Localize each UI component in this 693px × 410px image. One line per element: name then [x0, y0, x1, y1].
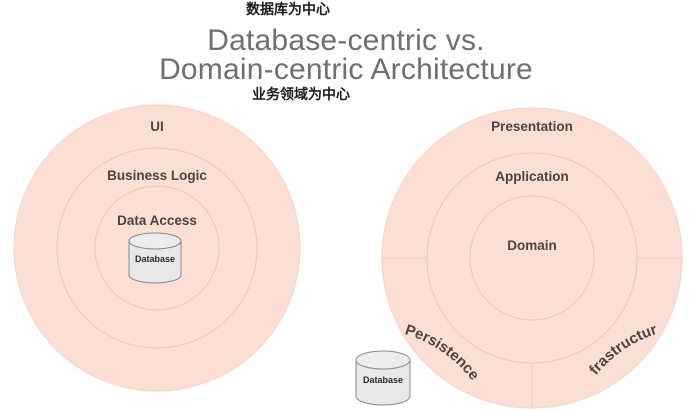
left-cylinder-body — [128, 240, 182, 284]
left-cylinder-label: Database — [135, 254, 175, 264]
bottom-cylinder-top — [355, 350, 411, 370]
left-cylinder-top — [128, 232, 182, 250]
left-ring-label-business-logic: Business Logic — [107, 168, 207, 183]
annotation-domain-centric: 业务领域为中心 — [252, 87, 350, 103]
title-line-2: Domain-centric Architecture — [159, 53, 533, 86]
left-database-cylinder[interactable]: Database — [128, 232, 182, 284]
left-ring-label-data-access: Data Access — [117, 213, 197, 228]
bottom-cylinder-label: Database — [363, 375, 403, 385]
annotation-database-centric: 数据库为中心 — [246, 2, 330, 18]
right-ring-label-domain: Domain — [507, 238, 557, 253]
bottom-cylinder-body — [355, 359, 411, 406]
left-architecture-group: UI Business Logic Data Access Database — [13, 104, 301, 392]
right-ring-label-application: Application — [495, 169, 569, 184]
title-line-1: Database-centric vs. — [207, 24, 484, 57]
bottom-database-cylinder[interactable]: Database — [355, 350, 411, 406]
right-ring-domain[interactable] — [469, 195, 595, 321]
left-ring-label-ui: UI — [150, 119, 164, 134]
right-ring-label-presentation: Presentation — [491, 119, 573, 134]
